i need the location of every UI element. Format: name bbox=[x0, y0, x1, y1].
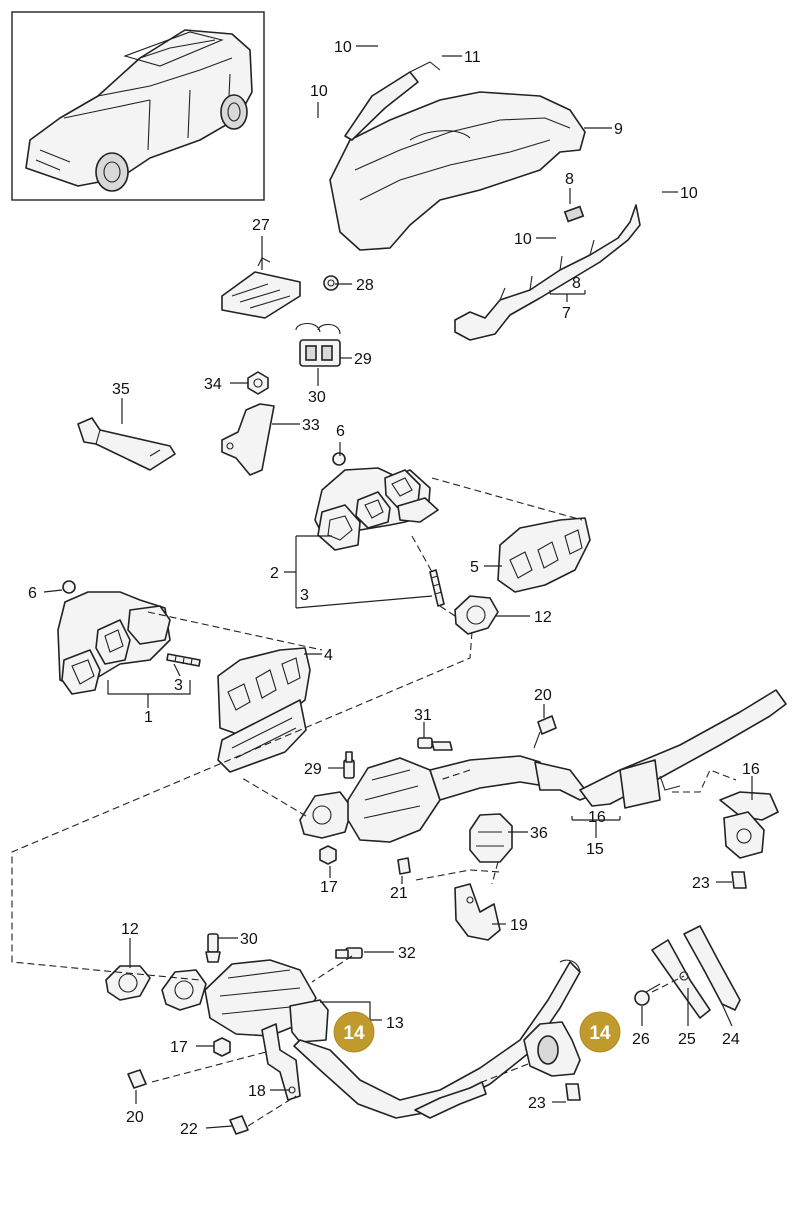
callout-10: 10 bbox=[514, 231, 532, 248]
callout-8: 8 bbox=[572, 275, 581, 292]
leader-lines bbox=[43, 45, 753, 1129]
vehicle-thumbnail bbox=[11, 11, 265, 201]
callout-5: 5 bbox=[470, 559, 479, 576]
exhaust-manifold-right bbox=[314, 452, 439, 551]
highlight-badge: 14 bbox=[333, 1011, 375, 1053]
callout-23: 23 bbox=[692, 875, 710, 892]
callout-23: 23 bbox=[528, 1095, 546, 1112]
bolt-22 bbox=[229, 1115, 249, 1135]
callout-32: 32 bbox=[398, 945, 416, 962]
highlight-badge-label: 14 bbox=[589, 1023, 611, 1044]
callout-6: 6 bbox=[28, 585, 37, 602]
callout-16: 16 bbox=[588, 809, 606, 826]
mount-16 bbox=[719, 791, 779, 859]
bolt-20-upper bbox=[533, 715, 557, 749]
oxygen-sensor-29 bbox=[343, 751, 355, 779]
callout-2: 2 bbox=[270, 565, 279, 582]
callout-20: 20 bbox=[534, 687, 552, 704]
callout-26: 26 bbox=[632, 1031, 650, 1048]
bolt-21 bbox=[397, 857, 411, 875]
callout-13: 13 bbox=[386, 1015, 404, 1032]
catalytic-converter-upper bbox=[299, 689, 787, 843]
callout-28: 28 bbox=[356, 277, 374, 294]
stud-upper bbox=[429, 569, 445, 607]
callout-19: 19 bbox=[510, 917, 528, 934]
oxygen-sensor-31 bbox=[417, 737, 453, 751]
callout-17: 17 bbox=[170, 1039, 188, 1056]
bolt-26 bbox=[634, 983, 661, 1006]
callout-30: 30 bbox=[308, 389, 326, 406]
callout-11: 11 bbox=[464, 49, 481, 66]
bolt-23-lower bbox=[565, 1083, 581, 1101]
callout-6: 6 bbox=[336, 423, 345, 440]
callout-18: 18 bbox=[248, 1083, 266, 1100]
nut-28 bbox=[323, 275, 339, 291]
bolt-23-upper bbox=[731, 871, 747, 889]
callout-10: 10 bbox=[680, 185, 698, 202]
assembly-dashed-lines bbox=[11, 477, 737, 1127]
callout-4: 4 bbox=[324, 647, 333, 664]
callout-12: 12 bbox=[534, 609, 552, 626]
highlight-badge-circle bbox=[333, 1011, 375, 1053]
bracket-rail bbox=[454, 204, 641, 341]
callout-21: 21 bbox=[390, 885, 408, 902]
callout-24: 24 bbox=[722, 1031, 740, 1048]
callout-15: 15 bbox=[586, 841, 604, 858]
callout-10: 10 bbox=[334, 39, 352, 56]
highlight-badge-label: 14 bbox=[343, 1023, 365, 1044]
bracket-19 bbox=[454, 883, 501, 941]
callout-36: 36 bbox=[530, 825, 548, 842]
callout-29: 29 bbox=[304, 761, 322, 778]
cable-holder bbox=[221, 257, 301, 319]
nut-17-upper bbox=[319, 845, 337, 865]
stud-lower bbox=[166, 653, 201, 667]
callout-27: 27 bbox=[252, 217, 270, 234]
callout-3: 3 bbox=[300, 587, 309, 604]
callout-30: 30 bbox=[240, 931, 258, 948]
callout-7: 7 bbox=[562, 305, 571, 322]
callout-31: 31 bbox=[414, 707, 432, 724]
callout-33: 33 bbox=[302, 417, 320, 434]
heat-shield-25 bbox=[651, 939, 711, 1019]
oxygen-sensor-32 bbox=[335, 947, 363, 959]
nut-17-lower bbox=[213, 1037, 231, 1057]
callout-9: 9 bbox=[614, 121, 623, 138]
heat-shield bbox=[329, 61, 586, 251]
callout-12: 12 bbox=[121, 921, 139, 938]
bolt-20-lower bbox=[127, 1069, 147, 1089]
gasket-left-shield bbox=[217, 647, 311, 773]
bracket-33 bbox=[221, 403, 275, 476]
callout-labels: 10 11 10 9 8 10 10 8 7 27 28 29 30 34 35… bbox=[28, 39, 760, 1138]
oxygen-sensor-30 bbox=[205, 933, 221, 963]
callout-22: 22 bbox=[180, 1121, 198, 1138]
highlight-badge: 14 bbox=[579, 1011, 621, 1053]
callout-1: 1 bbox=[144, 709, 153, 726]
callout-34: 34 bbox=[204, 376, 222, 393]
callout-20: 20 bbox=[126, 1109, 144, 1126]
gasket-right bbox=[497, 517, 591, 593]
rubber-mount-14 bbox=[523, 1021, 581, 1077]
flange-gasket-lower bbox=[105, 965, 151, 1001]
callout-16: 16 bbox=[742, 761, 760, 778]
exhaust-manifold-left bbox=[57, 580, 171, 695]
heat-shield-24 bbox=[683, 925, 741, 1011]
clamp-36 bbox=[469, 813, 513, 863]
callout-25: 25 bbox=[678, 1031, 696, 1048]
callout-29: 29 bbox=[354, 351, 372, 368]
callout-8: 8 bbox=[565, 171, 574, 188]
flange-gasket-upper bbox=[454, 595, 499, 635]
nut-34 bbox=[247, 371, 269, 395]
sealant-tube bbox=[77, 417, 176, 471]
callout-35: 35 bbox=[112, 381, 130, 398]
highlight-badge-circle bbox=[579, 1011, 621, 1053]
connector bbox=[295, 322, 341, 367]
callout-17: 17 bbox=[320, 879, 338, 896]
callout-3: 3 bbox=[174, 677, 183, 694]
callout-10: 10 bbox=[310, 83, 328, 100]
